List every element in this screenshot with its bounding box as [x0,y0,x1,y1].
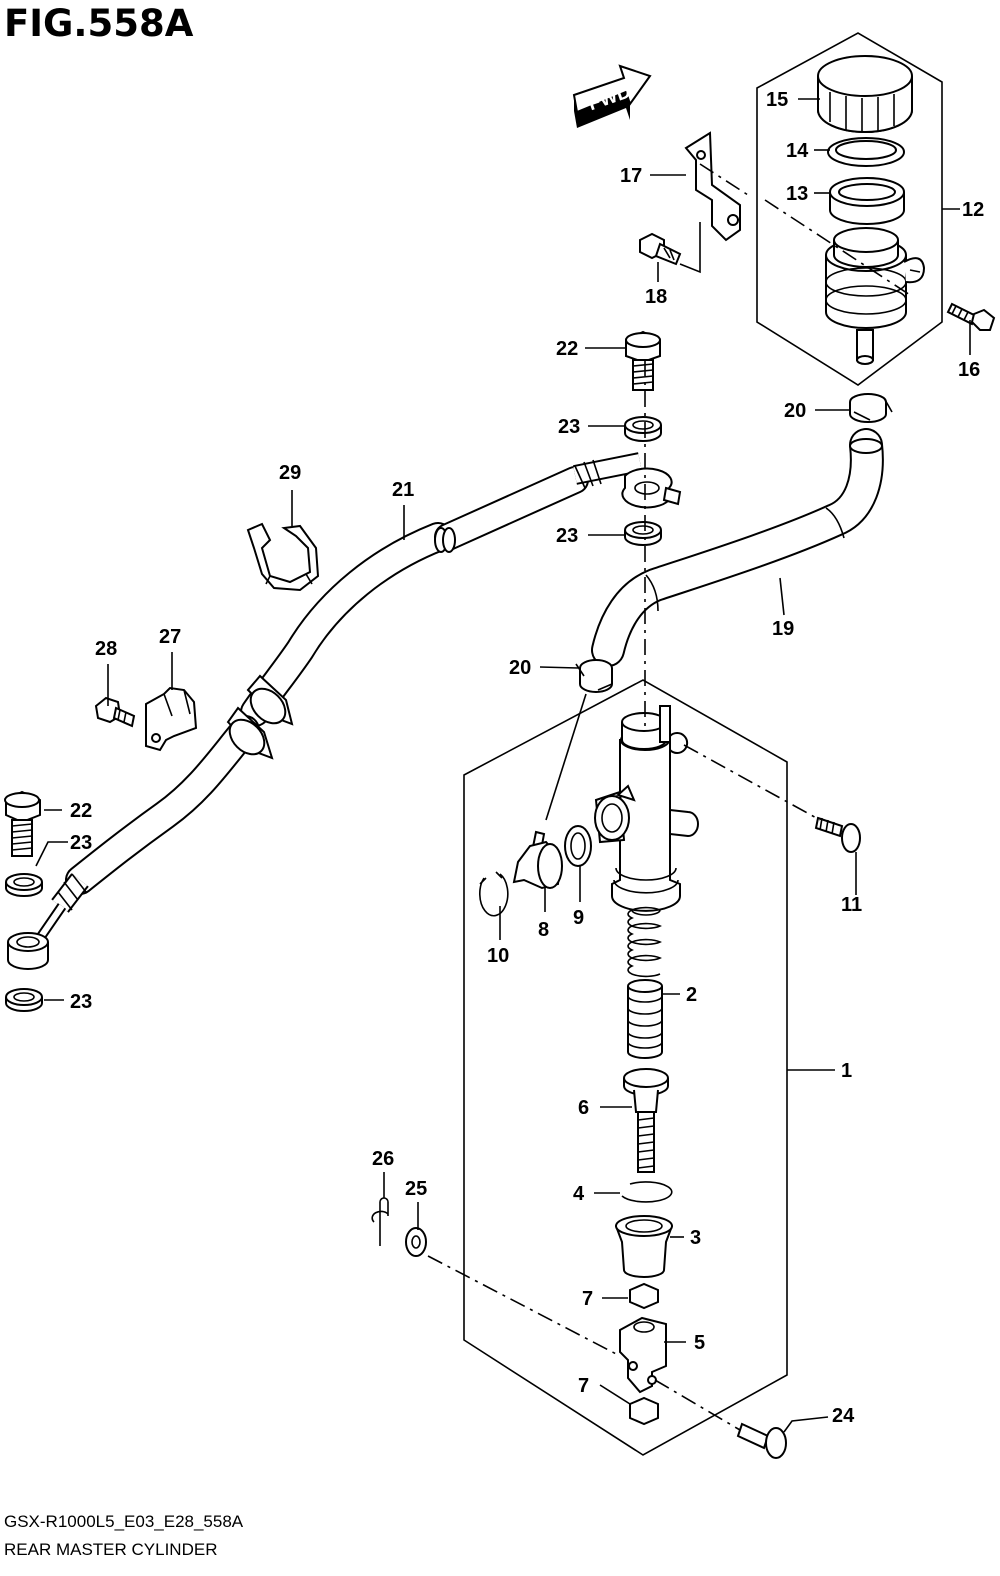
dust-boot [615,1215,673,1278]
callout-16: 16 [958,359,980,381]
callout-22-lower: 22 [70,800,92,822]
callout-6: 6 [578,1097,589,1119]
callout-23-lower-a: 23 [70,832,92,854]
union-bolt-lower [4,790,41,857]
callout-20-upper: 20 [784,400,806,422]
callout-5: 5 [694,1332,705,1354]
rod-circlip [621,1181,673,1203]
push-rod [623,1068,669,1173]
reservoir-cap [817,55,913,133]
sealing-washer-lower-b [5,988,43,1012]
sealing-washer-upper-a [624,416,662,442]
callout-14: 14 [786,140,809,162]
callout-22-upper: 22 [556,338,578,360]
reservoir-bracket [684,131,741,242]
joint-o-ring [564,825,592,867]
callout-26: 26 [372,1148,394,1170]
sealing-washer-lower-a [5,873,43,897]
leader-lines [35,98,971,1433]
diaphragm [829,177,905,225]
callout-17: 17 [620,165,642,187]
sealing-washer-upper-b [624,521,662,546]
master-cylinder-body [594,705,699,912]
clevis-pin [736,1422,787,1459]
master-cylinder-assembly-box [463,679,788,1456]
callout-19: 19 [772,618,794,640]
callout-7-lower: 7 [578,1375,589,1397]
callout-24: 24 [832,1405,855,1427]
callout-labels: 15 14 13 12 17 18 16 22 23 23 20 20 19 2… [70,89,984,1427]
pin-washer [405,1227,427,1257]
diaphragm-plate [827,137,905,167]
fwd-arrow-icon: FWD [572,64,652,128]
callout-4: 4 [573,1183,585,1205]
callout-23-lower-b: 23 [70,991,92,1013]
union-bolt-upper [625,330,661,391]
callout-2: 2 [686,984,697,1006]
callout-28: 28 [95,638,117,660]
reservoir-assembly-box [756,32,943,386]
clamp-bolt [94,696,136,728]
callout-29: 29 [279,462,301,484]
reservoir-bolt [946,302,996,331]
figure-name: REAR MASTER CYLINDER [4,1540,218,1559]
brake-hose [7,452,682,970]
lock-nut-upper [629,1282,659,1310]
bracket-bolt [639,232,682,266]
cotter-pin [371,1197,389,1246]
lock-nut-lower [629,1396,659,1426]
callout-13: 13 [786,183,808,205]
callout-12: 12 [962,199,984,221]
callout-21: 21 [392,479,414,501]
rod-clevis [619,1316,667,1394]
callout-9: 9 [573,907,584,929]
hose-clamp-upper [849,393,893,423]
callout-3: 3 [690,1227,701,1249]
piston-assembly [627,979,663,1059]
hose-joint [512,830,563,890]
callout-7-upper: 7 [582,1288,593,1310]
reservoir-body [825,227,926,365]
callout-10: 10 [487,945,509,967]
figure-code: GSX-R1000L5_E03_E28_558A [4,1512,244,1531]
callout-8: 8 [538,919,549,941]
hose-clip [246,522,320,592]
callout-25: 25 [405,1178,427,1200]
callout-18: 18 [645,286,667,308]
callout-15: 15 [766,89,788,111]
assembly-lines [427,163,921,1431]
callout-11: 11 [841,894,862,916]
callout-23-upper-b: 23 [556,525,578,547]
hose-clamp-lower [575,659,613,693]
reservoir-hose [591,428,884,667]
joint-circlip [479,871,509,917]
piston-spring [627,906,662,978]
figure-title: FIG.558A [4,2,194,45]
mounting-bolt [814,816,861,853]
hose-clamp-bracket [145,686,198,752]
callout-1: 1 [841,1060,852,1082]
callout-23-upper-a: 23 [558,416,580,438]
callout-27: 27 [159,626,181,648]
callout-20-lower: 20 [509,657,531,679]
